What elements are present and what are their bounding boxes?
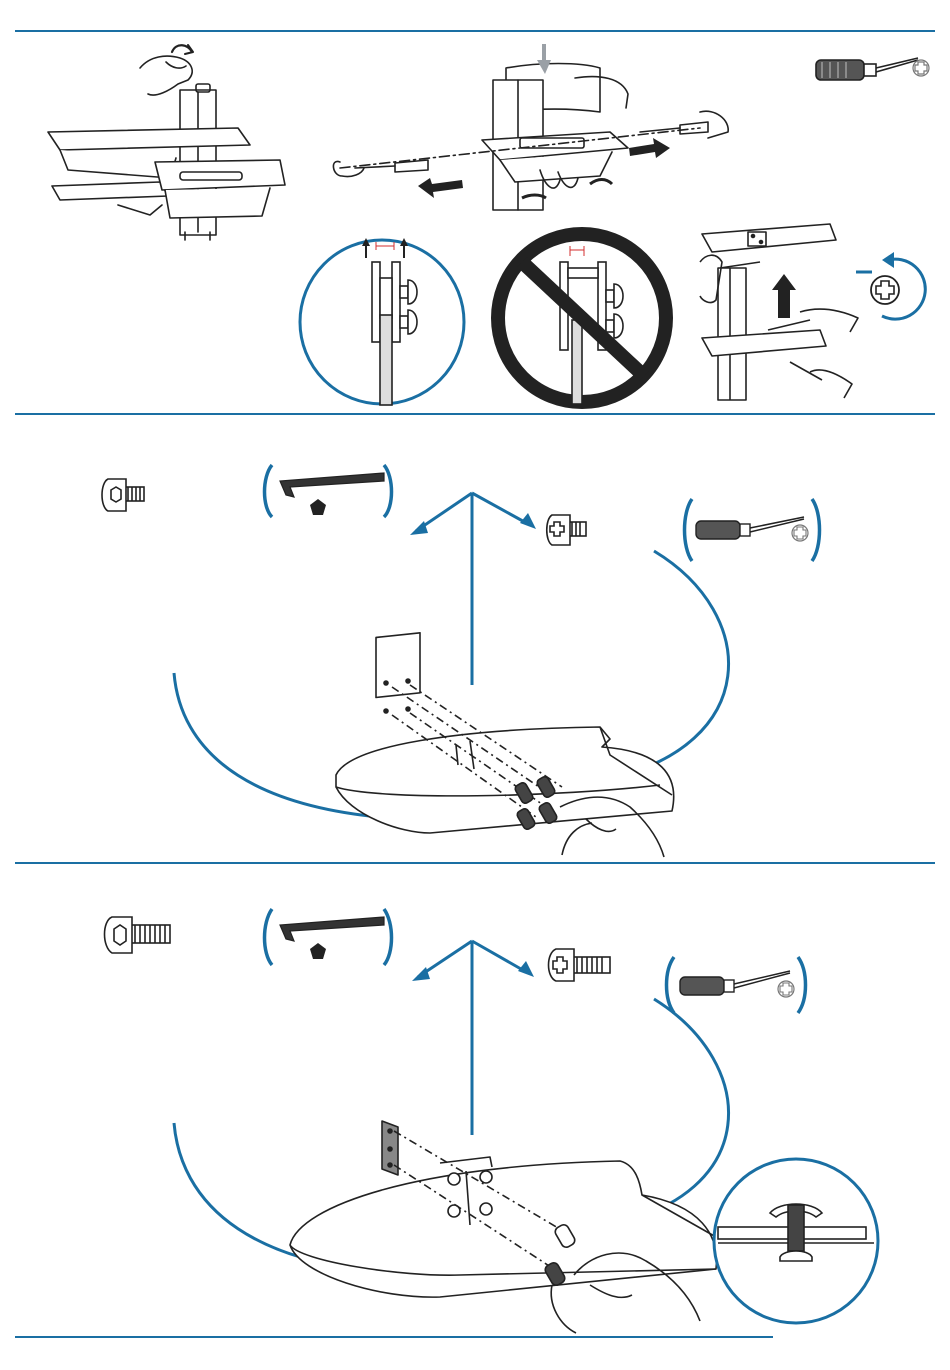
shelf-assembly — [290, 1121, 716, 1333]
split-arrow — [412, 941, 534, 1135]
hand-loosening-knob — [140, 45, 210, 95]
phillips-screwdriver-icon — [816, 58, 918, 80]
phillips-head-icon — [913, 60, 929, 76]
prohibited-icon — [498, 234, 666, 404]
counterclockwise-rotation-icon — [856, 252, 925, 319]
correct-alignment-detail — [300, 238, 464, 405]
step-panel-long-bracket — [0, 865, 950, 1370]
shelf-assembly — [336, 633, 674, 857]
left-screwdriver — [333, 160, 428, 177]
split-arrow — [410, 493, 536, 685]
hex-key-icon — [265, 909, 392, 965]
step-panel-small-bracket — [0, 415, 950, 865]
step-panel-remove-tray — [0, 0, 950, 415]
bracket-lift-illustration — [700, 224, 858, 400]
hex-key-icon — [265, 465, 392, 517]
pan-head-phillips-screw-icon — [549, 949, 611, 981]
button-head-hex-screw-icon — [105, 917, 171, 953]
phillips-screwdriver-icon — [667, 957, 806, 1013]
button-head-hex-screw-icon — [102, 479, 144, 511]
tray-removal-illustration — [340, 64, 700, 211]
detail-callout-icon — [714, 1159, 878, 1323]
pan-head-phillips-screw-icon — [547, 515, 586, 545]
phillips-screwdriver-icon — [685, 499, 820, 561]
cart-illustration — [48, 90, 285, 240]
